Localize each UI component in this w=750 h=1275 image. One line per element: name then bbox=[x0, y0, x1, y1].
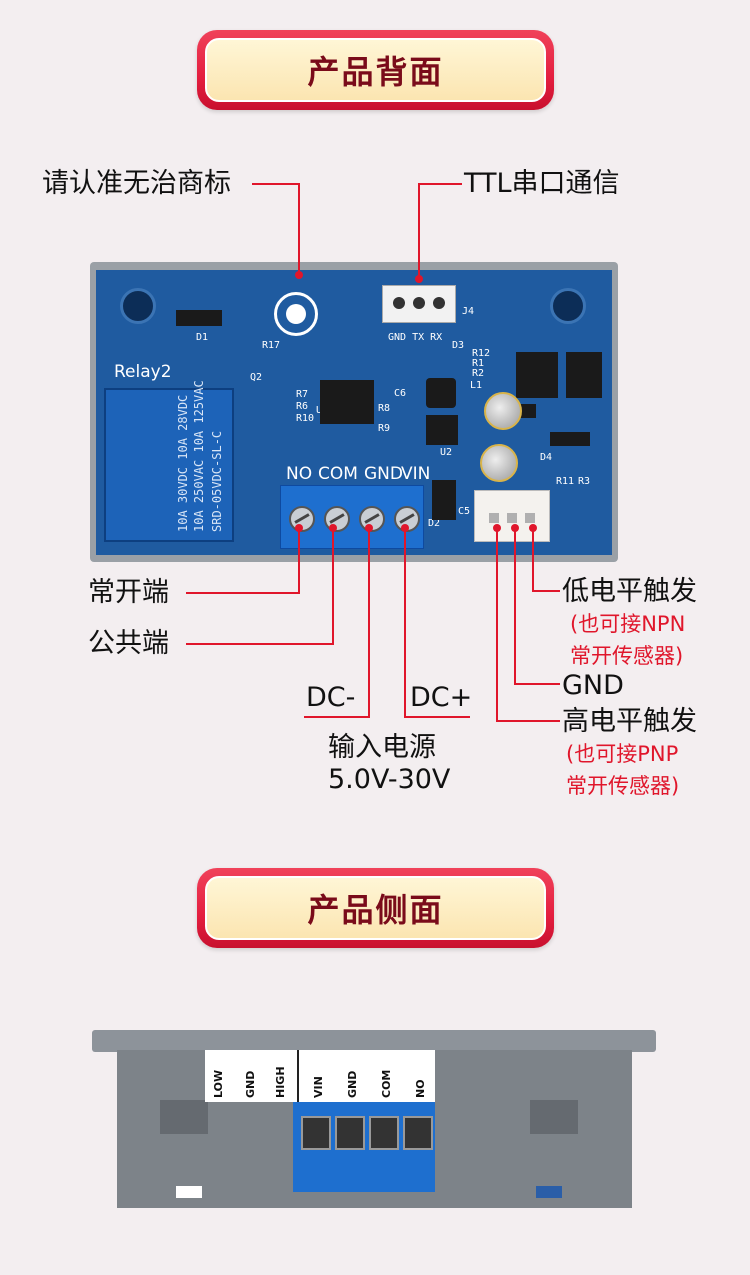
callout-low-note: (也可接NPN bbox=[570, 612, 686, 636]
callout-com-terminal: 公共端 bbox=[88, 628, 169, 659]
relay-label: Relay2 bbox=[114, 362, 172, 382]
j4-label: J4 bbox=[462, 306, 475, 317]
callout-high-trigger: 高电平触发 bbox=[562, 706, 697, 737]
side-terminal-block bbox=[293, 1102, 435, 1192]
side-label-vin: VIN bbox=[312, 1076, 325, 1098]
callout-trademark: 请认准无治商标 bbox=[42, 168, 231, 199]
part-label: D2 bbox=[428, 518, 441, 529]
part-label: R8 bbox=[378, 403, 391, 414]
part-label: Q2 bbox=[250, 372, 263, 383]
part-label: R10 bbox=[296, 413, 315, 424]
part-label: C5 bbox=[458, 506, 471, 517]
part-label: R7 bbox=[296, 389, 309, 400]
part-label: R2 bbox=[472, 368, 485, 379]
case-tab bbox=[176, 1186, 202, 1198]
capacitor bbox=[484, 392, 522, 430]
part-label: R6 bbox=[296, 401, 309, 412]
callout-power-range: 5.0V-30V bbox=[328, 764, 451, 795]
side-label-com: COM bbox=[380, 1069, 393, 1098]
serial-pin-labels: GND TX RX bbox=[388, 332, 443, 343]
callout-gnd: GND bbox=[562, 670, 624, 701]
side-section-title: 产品侧面 bbox=[307, 891, 444, 929]
mcu-chip bbox=[320, 380, 374, 424]
mosfet-chip bbox=[516, 352, 558, 398]
part-label: D3 bbox=[452, 340, 465, 351]
callout-dc-plus: DC+ bbox=[410, 682, 473, 713]
part-label: R3 bbox=[578, 476, 591, 487]
callout-power-title: 输入电源 bbox=[328, 732, 436, 763]
back-section-banner: 产品背面 bbox=[197, 30, 554, 110]
mosfet-chip bbox=[566, 352, 602, 398]
part-label: R12 bbox=[472, 348, 491, 359]
terminal-slot bbox=[301, 1116, 331, 1150]
callout-high-note: 常开传感器) bbox=[566, 774, 680, 798]
terminal-label-gnd: GND bbox=[364, 464, 403, 484]
smd-part bbox=[550, 432, 590, 446]
relay-rating: 10A 250VAC 10A 125VAC bbox=[192, 380, 206, 532]
callout-dc-minus: DC- bbox=[306, 682, 356, 713]
callout-low-trigger: 低电平触发 bbox=[562, 576, 697, 607]
callout-no-terminal: 常开端 bbox=[88, 577, 169, 608]
callout-low-note: 常开传感器) bbox=[570, 644, 684, 668]
callout-ttl-serial: TTL串口通信 bbox=[464, 168, 620, 199]
side-label-low: LOW bbox=[212, 1069, 225, 1098]
callout-high-note: (也可接PNP bbox=[566, 742, 679, 766]
serial-header bbox=[382, 285, 456, 323]
terminal-label-no: NO bbox=[286, 464, 313, 484]
screw-icon bbox=[324, 506, 350, 532]
side-section-banner: 产品侧面 bbox=[197, 868, 554, 948]
case-notch bbox=[160, 1100, 208, 1134]
back-section-title: 产品背面 bbox=[307, 53, 444, 91]
case-rim bbox=[92, 1030, 656, 1052]
side-label-no: NO bbox=[414, 1079, 427, 1098]
part-label: R1 bbox=[472, 358, 485, 369]
diode-chip bbox=[176, 310, 222, 326]
case-notch bbox=[530, 1100, 578, 1134]
side-label-gnd2: GND bbox=[346, 1070, 359, 1098]
capacitor bbox=[480, 444, 518, 482]
mount-hole bbox=[550, 288, 586, 324]
trigger-connector bbox=[474, 490, 550, 542]
inductor-chip bbox=[426, 378, 456, 408]
part-label: R11 bbox=[556, 476, 575, 487]
diode-chip bbox=[432, 480, 456, 520]
part-label: U2 bbox=[440, 447, 453, 458]
terminal-slot bbox=[369, 1116, 399, 1150]
screw-icon bbox=[289, 506, 315, 532]
terminal-slot bbox=[335, 1116, 365, 1150]
part-label: R17 bbox=[262, 340, 281, 351]
brand-logo-icon bbox=[274, 292, 318, 336]
part-label: D1 bbox=[196, 332, 209, 343]
terminal-label-com: COM bbox=[318, 464, 358, 484]
part-label: R9 bbox=[378, 423, 391, 434]
case-tab bbox=[536, 1186, 562, 1198]
part-label: D4 bbox=[540, 452, 553, 463]
side-label-plate bbox=[205, 1050, 435, 1102]
part-label: L1 bbox=[470, 380, 483, 391]
side-label-gnd: GND bbox=[244, 1070, 257, 1098]
screw-icon bbox=[359, 506, 385, 532]
relay-rating: 10A 30VDC 10A 28VDC bbox=[176, 394, 190, 532]
relay: SRD-05VDC-SL-C 10A 250VAC 10A 125VAC 10A… bbox=[104, 380, 234, 542]
screw-terminal-block bbox=[280, 485, 424, 549]
side-label-high: HIGH bbox=[274, 1066, 287, 1098]
relay-model: SRD-05VDC-SL-C bbox=[210, 430, 224, 532]
part-label: C6 bbox=[394, 388, 407, 399]
terminal-label-vin: VIN bbox=[401, 464, 431, 484]
mount-hole bbox=[120, 288, 156, 324]
terminal-slot bbox=[403, 1116, 433, 1150]
regulator-chip bbox=[426, 415, 458, 445]
